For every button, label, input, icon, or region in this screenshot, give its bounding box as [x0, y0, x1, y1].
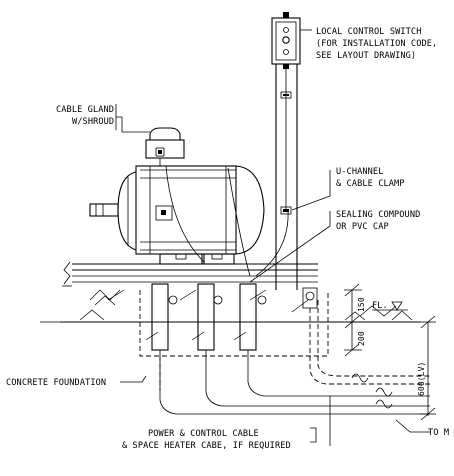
cable-gland-line-1: CABLE GLAND — [56, 105, 114, 115]
concrete-foundation-label: CONCRETE FOUNDATION — [6, 378, 106, 388]
leader-concrete — [120, 375, 147, 383]
base-plate — [62, 261, 318, 287]
dim-600: 600(LV) — [417, 362, 426, 396]
sealing-line-2: OR PVC CAP — [336, 222, 389, 232]
sealing-label: SEALING COMPOUND OR PVC CAP — [336, 210, 420, 232]
leader-to-m — [395, 419, 430, 433]
ground-hatching — [79, 289, 413, 321]
dimension-lines — [344, 283, 436, 421]
power-cable-line-1: POWER & CONTROL CABLE — [148, 429, 259, 439]
local-control-line-2: (FOR INSTALLATION CODE, — [316, 39, 437, 49]
local-control-line-3: SEE LAYOUT DRAWING) — [316, 51, 416, 61]
cable-gland-label: CABLE GLAND W/SHROUD — [56, 105, 114, 127]
power-cable-label: POWER & CONTROL CABLE & SPACE HEATER CAB… — [122, 429, 291, 451]
cables — [159, 165, 430, 418]
sealing-line-1: SEALING COMPOUND — [336, 210, 420, 220]
u-channel-line-1: U-CHANNEL — [336, 167, 383, 177]
dim-150: 150 — [357, 297, 366, 312]
power-cable-line-2: & SPACE HEATER CABE, IF REQUIRED — [122, 441, 291, 451]
u-channel-line-2: & CABLE CLAMP — [336, 179, 405, 189]
leader-cable-gland — [116, 116, 150, 133]
local-control-switch — [271, 12, 301, 69]
to-m-label: TO M — [428, 428, 449, 438]
conduit-sleeves — [145, 283, 318, 351]
floor-level-label: FL. — [372, 301, 388, 311]
local-control-switch-label: LOCAL CONTROL SWITCH (FOR INSTALLATION C… — [316, 27, 437, 61]
dim-200: 200 — [357, 331, 366, 346]
leader-u-channel — [291, 170, 331, 211]
motor — [89, 127, 265, 265]
switch-support-post — [275, 64, 298, 290]
local-control-line-1: LOCAL CONTROL SWITCH — [316, 27, 421, 37]
u-channel-label: U-CHANNEL & CABLE CLAMP — [336, 167, 405, 189]
cable-gland-line-2: W/SHROUD — [72, 117, 114, 127]
leader-power-cable — [310, 427, 317, 443]
floor-level-marker — [372, 301, 408, 311]
leader-sealing — [249, 211, 331, 283]
